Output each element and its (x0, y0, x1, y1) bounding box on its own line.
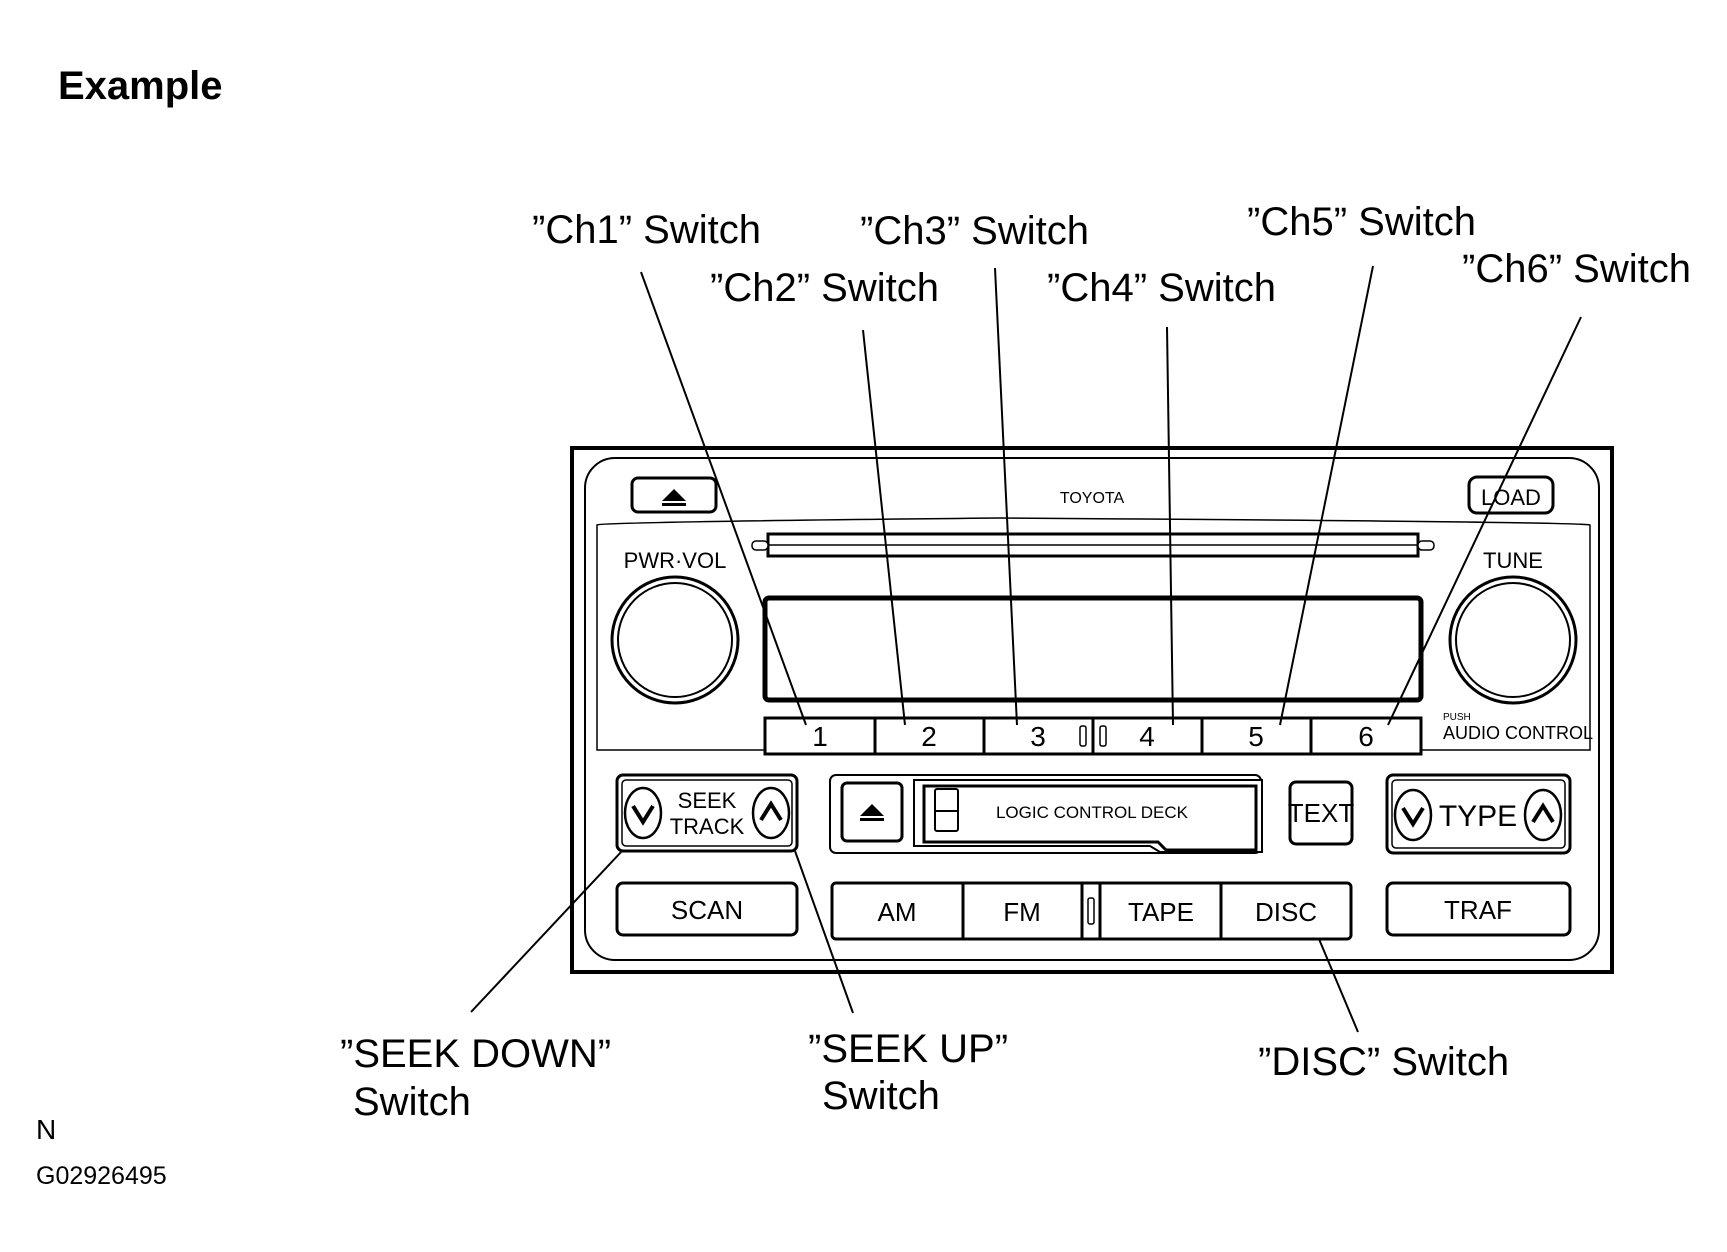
deck-label: LOGIC CONTROL DECK (996, 803, 1189, 822)
cd-slot (751, 532, 1435, 558)
text-label: TEXT (1288, 798, 1355, 828)
am-label: AM (878, 897, 917, 927)
leader-ch6 (1387, 316, 1582, 726)
chevron-up-icon (759, 800, 783, 822)
disc-label: DISC (1255, 897, 1317, 927)
load-button[interactable]: LOAD (1467, 475, 1555, 515)
preset-button-6[interactable]: 6 (1358, 721, 1374, 752)
chevron-down-icon (631, 804, 655, 826)
fm-button[interactable]: FM (1003, 897, 1041, 927)
preset-label-5: 5 (1248, 721, 1264, 752)
tune-knob[interactable] (1448, 575, 1578, 705)
seek-label: SEEK (678, 788, 737, 813)
type-label: TYPE (1439, 800, 1517, 833)
callout-ch6: ”Ch6” Switch (1462, 247, 1691, 291)
display-bezel (596, 517, 1591, 751)
callout-ch3: ”Ch3” Switch (860, 209, 1089, 253)
callout-seek-down-line1: ”SEEK DOWN” (340, 1032, 611, 1076)
callout-disc: ”DISC” Switch (1258, 1040, 1509, 1084)
preset-button-2[interactable]: 2 (921, 718, 986, 754)
source-buttons: AM FM TAPE DISC (830, 881, 1353, 941)
leader-lines (470, 265, 1582, 1033)
leader-ch1 (640, 271, 807, 726)
pwr-vol-label: PWR·VOL (624, 548, 727, 573)
seek-up-button[interactable] (751, 786, 791, 840)
leader-seek-down (470, 850, 623, 1013)
fm-label: FM (1003, 897, 1041, 927)
callout-ch4: ”Ch4” Switch (1047, 266, 1276, 310)
preset-button-3[interactable]: 3 (1030, 718, 1107, 754)
tape-button[interactable]: TAPE (1128, 897, 1194, 927)
tape-label: TAPE (1128, 897, 1194, 927)
tape-deck: LOGIC CONTROL DECK (829, 774, 1263, 854)
traf-label: TRAF (1444, 895, 1512, 925)
preset-button-4[interactable]: 4 (1139, 718, 1204, 754)
page-title: Example (58, 64, 223, 108)
preset-label-6: 6 (1358, 721, 1374, 752)
text-button[interactable]: TEXT (1288, 780, 1355, 846)
leader-disc (1318, 938, 1359, 1033)
preset-label-3: 3 (1030, 721, 1046, 752)
pwr-vol-knob[interactable] (610, 575, 740, 705)
callout-seek-down-line2: Switch (353, 1080, 471, 1124)
push-label: PUSH (1443, 712, 1471, 723)
type-down-button[interactable] (1393, 788, 1433, 842)
callout-ch1: ”Ch1” Switch (532, 208, 761, 252)
chevron-down-icon (1401, 806, 1425, 828)
brand-logo: TOYOTA (1060, 490, 1125, 507)
eject-icon (860, 804, 884, 816)
figure-code-n: N (36, 1114, 57, 1145)
preset-button-5[interactable]: 5 (1248, 718, 1313, 754)
eject-icon (662, 489, 686, 501)
audio-control-label: AUDIO CONTROL (1443, 723, 1593, 743)
seek-down-button[interactable] (623, 786, 663, 840)
scan-label: SCAN (671, 895, 743, 925)
traf-button[interactable]: TRAF (1385, 881, 1572, 937)
am-button[interactable]: AM (878, 897, 917, 927)
callout-seek-up-line1: ”SEEK UP” (808, 1027, 1008, 1071)
display-screen (762, 595, 1424, 703)
tape-eject-button[interactable] (840, 781, 904, 843)
callout-ch2: ”Ch2” Switch (710, 266, 939, 310)
callout-ch5: ”Ch5” Switch (1247, 200, 1476, 244)
leader-seek-up (794, 850, 854, 1014)
cd-eject-button[interactable] (630, 476, 718, 514)
load-label: LOAD (1481, 485, 1541, 510)
preset-buttons: 1 2 3 4 5 6 (763, 716, 1423, 756)
track-label: TRACK (670, 814, 745, 839)
callout-seek-up-line2: Switch (822, 1074, 940, 1118)
figure-code-g: G02926495 (36, 1162, 167, 1190)
chevron-up-icon (1531, 802, 1555, 824)
preset-label-4: 4 (1139, 721, 1155, 752)
tune-label: TUNE (1483, 548, 1543, 573)
preset-button-1[interactable]: 1 (812, 718, 877, 754)
seek-track-button[interactable]: SEEK TRACK (615, 773, 799, 853)
callout-labels: ”Ch1” Switch ”Ch2” Switch ”Ch3” Switch ”… (340, 200, 1691, 1124)
leader-ch3 (994, 267, 1018, 726)
preset-label-1: 1 (812, 721, 828, 752)
type-button[interactable]: TYPE (1385, 773, 1572, 855)
type-up-button[interactable] (1523, 788, 1563, 842)
leader-ch4 (1166, 326, 1174, 726)
leader-ch5 (1279, 265, 1374, 726)
disc-button[interactable]: DISC (1255, 897, 1317, 927)
preset-label-2: 2 (921, 721, 937, 752)
leader-ch2 (862, 329, 906, 726)
scan-button[interactable]: SCAN (615, 881, 799, 937)
